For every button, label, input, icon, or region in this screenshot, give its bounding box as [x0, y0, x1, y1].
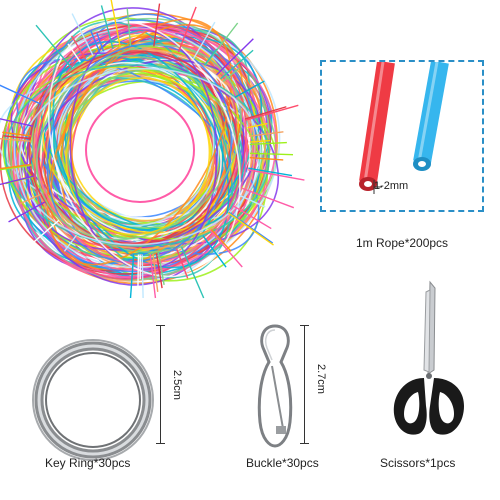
blue-rope-tube — [413, 62, 449, 164]
key-ring-dimension-line — [160, 325, 161, 443]
buckle-dimension-cap-bottom — [300, 443, 309, 444]
key-ring-dimension-cap-top — [156, 325, 165, 326]
key-ring-size-label: 2.5cm — [171, 370, 183, 400]
buckle-dimension-line — [304, 325, 305, 443]
buckle-caption: Buckle*30pcs — [246, 456, 319, 470]
buckle-size-label: 2.7cm — [315, 364, 327, 394]
diameter-marker — [373, 180, 382, 194]
red-rope-tube — [359, 62, 395, 184]
rope-caption: 1m Rope*200pcs — [356, 236, 449, 250]
rope-diameter-label: 1-2mm — [374, 180, 409, 192]
buckle-dimension-cap-top — [300, 325, 309, 326]
scissors-caption: Scissors*1pcs — [380, 456, 456, 470]
rope-closeup-box: 1-2mm — [320, 60, 484, 212]
buckle-image — [257, 324, 293, 448]
rope-coil-image — [0, 0, 305, 299]
rope-tubes-image — [359, 62, 449, 194]
key-ring-image — [32, 339, 154, 461]
scissors-image — [393, 280, 464, 435]
key-ring-caption: Key Ring*30pcs — [45, 456, 131, 470]
key-ring-dimension-cap-bottom — [156, 443, 165, 444]
